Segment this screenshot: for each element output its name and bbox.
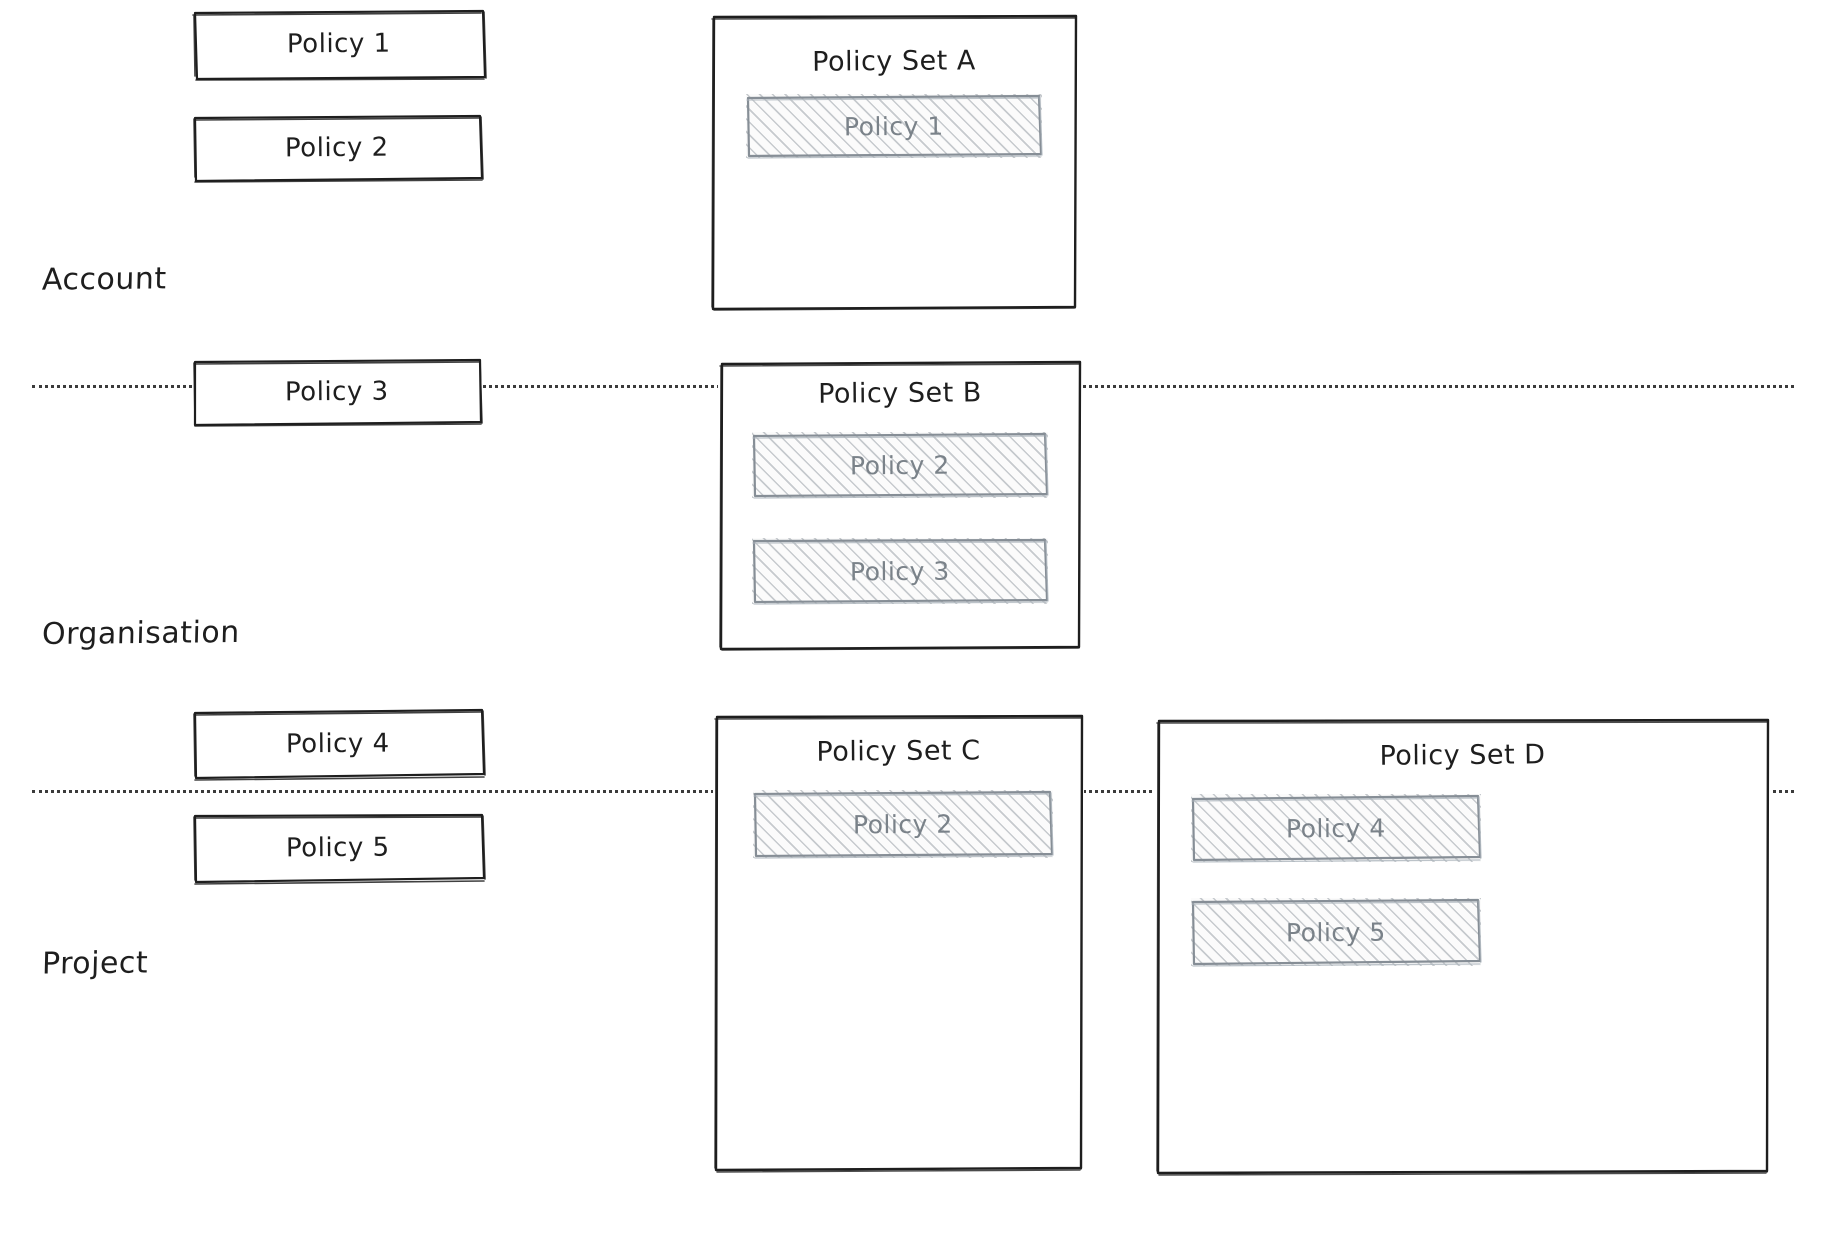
- policy-box-label: Policy 4: [286, 728, 390, 760]
- policy-chip-policy-2[interactable]: Policy 2: [752, 432, 1049, 499]
- policy-chip-policy-1[interactable]: Policy 1: [746, 94, 1043, 159]
- policy-box-label: Policy 5: [286, 832, 390, 864]
- policy-set-title: Policy Set B: [818, 377, 982, 410]
- policy-box-policy-5[interactable]: Policy 5: [192, 812, 486, 885]
- policy-chip-label: Policy 3: [850, 556, 950, 586]
- policy-chip-policy-5[interactable]: Policy 5: [1191, 898, 1482, 967]
- policy-set-title: Policy Set D: [1379, 739, 1546, 772]
- policy-chip-label: Policy 4: [1286, 813, 1386, 843]
- policy-box-label: Policy 3: [285, 376, 389, 408]
- sketch-rect: [752, 538, 1049, 605]
- policy-box-policy-4[interactable]: Policy 4: [192, 708, 486, 781]
- policy-box-label: Policy 1: [286, 28, 391, 60]
- policy-chip-label: Policy 1: [844, 111, 944, 141]
- policy-chip-policy-4[interactable]: Policy 4: [1191, 794, 1482, 863]
- policy-set-b[interactable]: Policy Set B Policy 2 Policy 3: [718, 360, 1082, 651]
- policy-box-label: Policy 2: [285, 132, 389, 164]
- policy-chip-label: Policy 5: [1286, 917, 1386, 947]
- sketch-rect: [193, 813, 486, 885]
- sketch-rect: [711, 14, 1078, 311]
- sketch-rect: [714, 714, 1084, 1173]
- policy-set-c[interactable]: Policy Set C Policy 2: [713, 714, 1084, 1173]
- sketch-rect: [753, 790, 1054, 859]
- policy-box-policy-2[interactable]: Policy 2: [192, 114, 484, 183]
- band-label-account: Account: [41, 261, 168, 298]
- policy-set-a[interactable]: Policy Set A Policy 1: [710, 14, 1078, 311]
- policy-set-title: Policy Set C: [816, 735, 981, 768]
- policy-box-policy-3[interactable]: Policy 3: [192, 358, 483, 427]
- sketch-rect: [193, 708, 486, 781]
- policy-chip-label: Policy 2: [850, 450, 950, 480]
- sketch-rect: [192, 9, 487, 81]
- band-label-project: Project: [41, 945, 149, 982]
- sketch-rect: [746, 94, 1043, 159]
- sketch-rect: [1191, 898, 1482, 967]
- policy-chip-policy-2[interactable]: Policy 2: [753, 790, 1054, 859]
- policy-box-policy-1[interactable]: Policy 1: [192, 8, 487, 81]
- policy-chip-label: Policy 2: [853, 809, 953, 839]
- policy-set-d[interactable]: Policy Set D Policy 4 Policy 5: [1155, 718, 1770, 1176]
- sketch-rect: [193, 114, 484, 183]
- sketch-rect: [752, 432, 1049, 499]
- sketch-rect: [193, 358, 483, 427]
- policy-set-title: Policy Set A: [812, 45, 976, 78]
- sketch-rect: [1191, 794, 1482, 863]
- band-label-organisation: Organisation: [41, 614, 241, 653]
- policy-chip-policy-3[interactable]: Policy 3: [752, 538, 1049, 605]
